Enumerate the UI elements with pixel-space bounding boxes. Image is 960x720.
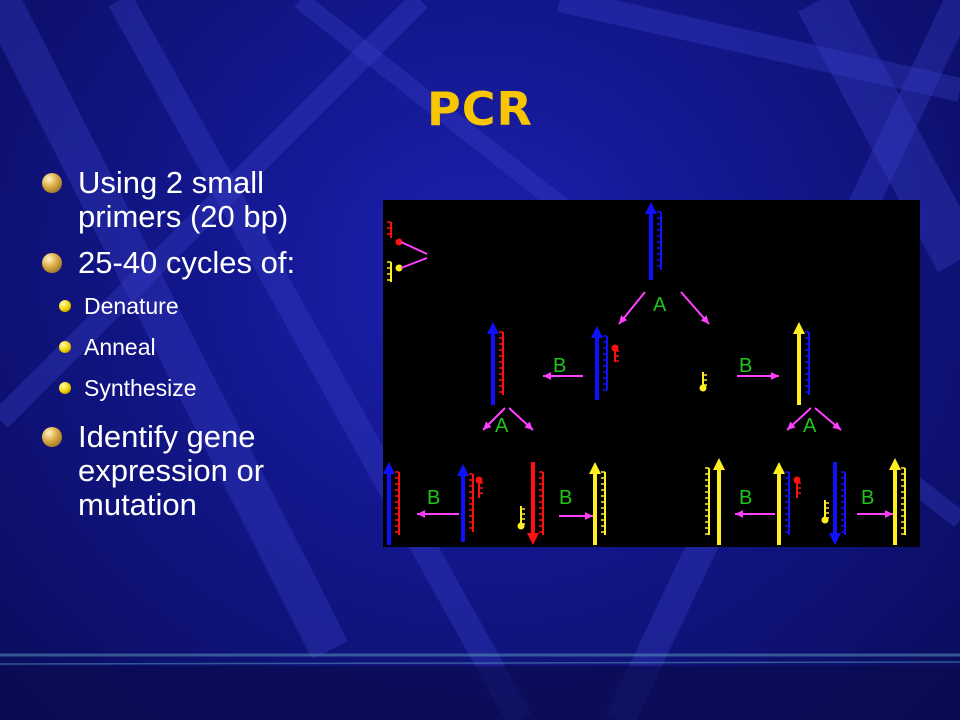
label-anneal: A <box>653 294 667 316</box>
strand-head <box>589 462 601 474</box>
strand-head <box>645 202 657 214</box>
bullet-primers: Using 2 small primers (20 bp) <box>42 166 362 234</box>
arrow-head <box>832 421 841 430</box>
primer-end <box>475 476 483 484</box>
sub-bullet-icon <box>59 341 71 353</box>
bullet-icon <box>42 427 62 447</box>
primer-end <box>793 476 801 484</box>
bullet-cycles: 25-40 cycles of: <box>42 246 362 280</box>
arrow-head <box>884 510 893 518</box>
pcr-diagram: A B B A A B B B B <box>383 200 920 547</box>
pcr-diagram-svg: A B B A A B B B B <box>383 202 906 545</box>
arrow-head <box>735 510 744 518</box>
strand-head <box>487 322 499 334</box>
bullet-list: Using 2 small primers (20 bp) 25-40 cycl… <box>42 166 362 534</box>
label-anneal: A <box>495 415 509 437</box>
bullet-text: 25-40 cycles of: <box>78 245 296 280</box>
primer-end <box>699 384 707 392</box>
sub-bullet-icon <box>59 382 71 394</box>
strand-head <box>713 458 725 470</box>
primer-end <box>517 522 525 530</box>
legend-line <box>400 241 428 255</box>
strand-head <box>457 464 469 476</box>
bullet-icon <box>42 253 62 273</box>
sub-bullet-synthesize: Synthesize <box>42 374 362 402</box>
label-extend: B <box>559 487 572 509</box>
bullet-identify: Identify gene expression or mutation <box>42 420 362 522</box>
strand-head <box>591 326 603 338</box>
primer-end <box>821 516 829 524</box>
strand-head <box>829 533 841 545</box>
label-extend: B <box>739 355 752 377</box>
sub-bullet-text: Denature <box>84 293 179 319</box>
legend-line <box>400 257 428 269</box>
bullet-text: Using 2 small primers (20 bp) <box>78 165 289 234</box>
arrow-head <box>483 421 492 430</box>
strand-head <box>793 322 805 334</box>
sub-bullet-anneal: Anneal <box>42 333 362 361</box>
strand-head <box>383 462 395 474</box>
arrow-head <box>770 372 779 380</box>
arrow-head <box>584 512 593 520</box>
arrow-head <box>619 315 628 324</box>
arrow-head <box>787 421 796 430</box>
arrow-head <box>417 510 426 518</box>
label-extend: B <box>427 487 440 509</box>
strand-head <box>889 458 901 470</box>
sub-bullet-denature: Denature <box>42 292 362 320</box>
slide-title: PCR <box>427 82 533 136</box>
legend-primer-end <box>395 238 403 246</box>
label-extend: B <box>739 487 752 509</box>
strand-head <box>527 533 539 545</box>
arrow-head <box>524 421 533 430</box>
strand-head <box>773 462 785 474</box>
sub-bullet-text: Anneal <box>84 334 156 360</box>
primer-end <box>611 344 619 352</box>
arrow-head <box>700 315 709 324</box>
label-extend: B <box>861 487 874 509</box>
sub-bullet-text: Synthesize <box>84 375 197 401</box>
label-anneal: A <box>803 415 817 437</box>
bullet-icon <box>42 173 62 193</box>
arrow-head <box>543 372 552 380</box>
bullet-text: Identify gene expression or mutation <box>78 419 265 522</box>
sub-bullet-icon <box>59 300 71 312</box>
legend-primer-end <box>395 264 403 272</box>
label-extend: B <box>553 355 566 377</box>
